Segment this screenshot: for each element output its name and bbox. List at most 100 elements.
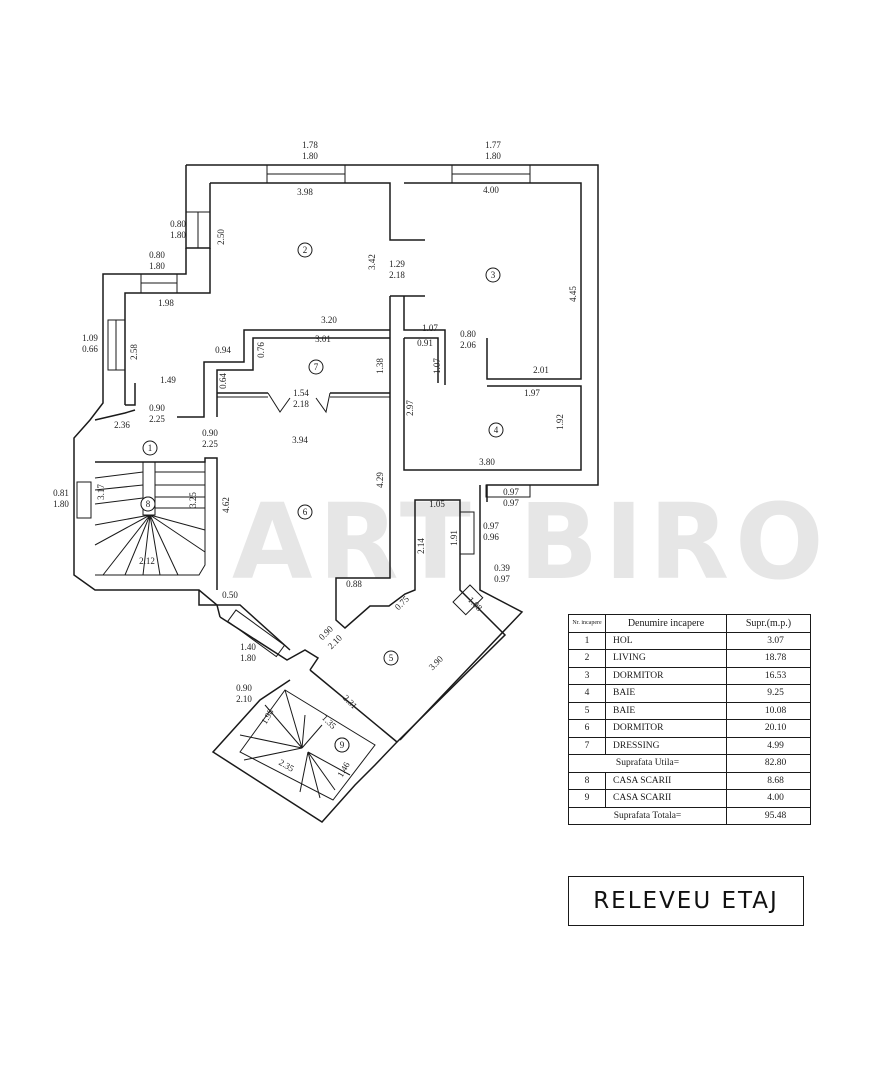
room-area: 4.00 xyxy=(726,789,811,808)
dimension-label: 2.10 xyxy=(236,694,252,704)
dimension-label: 0.97 xyxy=(494,574,510,584)
dimension-label: 1.77 xyxy=(485,140,501,150)
svg-text:1: 1 xyxy=(148,443,153,453)
useful-area-row: Suprafata Utila=82.80 xyxy=(568,754,811,773)
dimension-label: 0.90 xyxy=(236,683,252,693)
dimension-label: 3.42 xyxy=(367,254,377,270)
dimension-label: 3.01 xyxy=(315,334,331,344)
dimension-label: 4.00 xyxy=(483,185,499,195)
dimension-label: 2.36 xyxy=(114,420,130,430)
room-area: 3.07 xyxy=(726,631,811,650)
room-nr: 7 xyxy=(568,736,606,755)
dimension-label: 1.80 xyxy=(485,151,501,161)
dimension-label: 1.80 xyxy=(302,151,318,161)
walls xyxy=(73,164,599,823)
room-area: 18.78 xyxy=(726,649,811,668)
dimension-label: 2.12 xyxy=(139,556,155,566)
dimension-label: 0.97 xyxy=(483,521,499,531)
room-number-marker: 2 xyxy=(297,242,313,258)
dimension-label: 2.97 xyxy=(405,400,415,416)
dimension-label: 1.35 xyxy=(320,713,339,732)
dimension-label: 1.98 xyxy=(158,298,174,308)
room-area: 10.08 xyxy=(726,701,811,720)
dimension-label: 0.97 xyxy=(503,487,519,497)
room-number-marker: 6 xyxy=(297,504,313,520)
room-nr: 2 xyxy=(568,649,606,668)
room-nr: 5 xyxy=(568,701,606,720)
room-name: DORMITOR xyxy=(605,666,727,685)
dimension-label: 1.38 xyxy=(375,358,385,374)
room-number-marker: 5 xyxy=(383,650,399,666)
dimension-label: 1.80 xyxy=(149,261,165,271)
room-area: 4.99 xyxy=(726,736,811,755)
dimension-label: 0.80 xyxy=(460,329,476,339)
room-number-marker: 9 xyxy=(334,737,350,753)
dimension-label: 3.90 xyxy=(427,653,446,672)
dimension-label: 0.76 xyxy=(256,342,266,358)
header-area: Supr.(m.p.) xyxy=(726,614,811,633)
header-name: Denumire incapere xyxy=(605,614,727,633)
dimension-label: 1.80 xyxy=(53,499,69,509)
dimension-label: 2.50 xyxy=(216,229,226,245)
dimension-label: 2.01 xyxy=(533,365,549,375)
dimension-label: 1.97 xyxy=(524,388,540,398)
total-area-row: Suprafata Totala=95.48 xyxy=(568,806,811,825)
room-number-marker: 1 xyxy=(142,440,158,456)
dimension-label: 0.50 xyxy=(222,590,238,600)
room-name: DORMITOR xyxy=(605,719,727,738)
dimension-label: 3.80 xyxy=(479,457,495,467)
room-area: 20.10 xyxy=(726,719,811,738)
room-number-marker: 8 xyxy=(140,496,156,512)
dimension-label: 2.35 xyxy=(277,757,296,774)
dimension-label: 1.29 xyxy=(389,259,405,269)
dimension-label: 1.46 xyxy=(335,760,352,779)
svg-text:4: 4 xyxy=(494,425,499,435)
svg-text:6: 6 xyxy=(303,507,308,517)
dimension-label: 4.45 xyxy=(568,286,578,302)
dimension-label: 0.90 xyxy=(202,428,218,438)
total-area-label: Suprafata Totala= xyxy=(568,806,727,825)
dimension-label: 0.39 xyxy=(494,563,510,573)
dimension-label: 3.94 xyxy=(292,435,308,445)
dimension-label: 0.66 xyxy=(82,344,98,354)
dimension-label: 0.80 xyxy=(170,219,186,229)
dimension-label: 1.80 xyxy=(170,230,186,240)
dimension-label: 1.40 xyxy=(240,642,256,652)
dimension-label: 2.25 xyxy=(149,414,165,424)
room-number-marker: 3 xyxy=(485,267,501,283)
room-nr: 6 xyxy=(568,719,606,738)
dimension-label: 2.58 xyxy=(129,344,139,360)
dimension-label: 1.80 xyxy=(240,653,256,663)
room-number-marker: 7 xyxy=(308,359,324,375)
room-name: BAIE xyxy=(605,684,727,703)
room-name: CASA SCARII xyxy=(605,789,727,808)
dimension-label: 0.90 xyxy=(149,403,165,413)
useful-area-label: Suprafata Utila= xyxy=(568,754,727,773)
dimension-label: 2.18 xyxy=(389,270,405,280)
room-nr: 9 xyxy=(568,789,606,808)
dimension-label: 1.49 xyxy=(160,375,176,385)
room-markers: 1 2 3 4 5 6 7 8 9 xyxy=(140,242,504,753)
total-area-value: 95.48 xyxy=(726,806,811,825)
room-nr: 4 xyxy=(568,684,606,703)
dimension-label: 3.25 xyxy=(188,492,198,508)
dimension-label: 1.91 xyxy=(449,530,459,546)
useful-area-value: 82.80 xyxy=(726,754,811,773)
drawing-title: RELEVEU ETAJ xyxy=(593,888,779,914)
legend-header-row: Nr. incapere Denumire incapere Supr.(m.p… xyxy=(568,614,811,633)
room-area: 9.25 xyxy=(726,684,811,703)
room-legend-table: Nr. incapere Denumire incapere Supr.(m.p… xyxy=(568,614,811,825)
room-area: 16.53 xyxy=(726,666,811,685)
dimension-label: 1.54 xyxy=(293,388,309,398)
dimension-label: 0.94 xyxy=(215,345,231,355)
dimension-label: 0.96 xyxy=(483,532,499,542)
svg-text:9: 9 xyxy=(340,740,345,750)
room-name: CASA SCARII xyxy=(605,771,727,790)
dimension-label: 2.25 xyxy=(202,439,218,449)
